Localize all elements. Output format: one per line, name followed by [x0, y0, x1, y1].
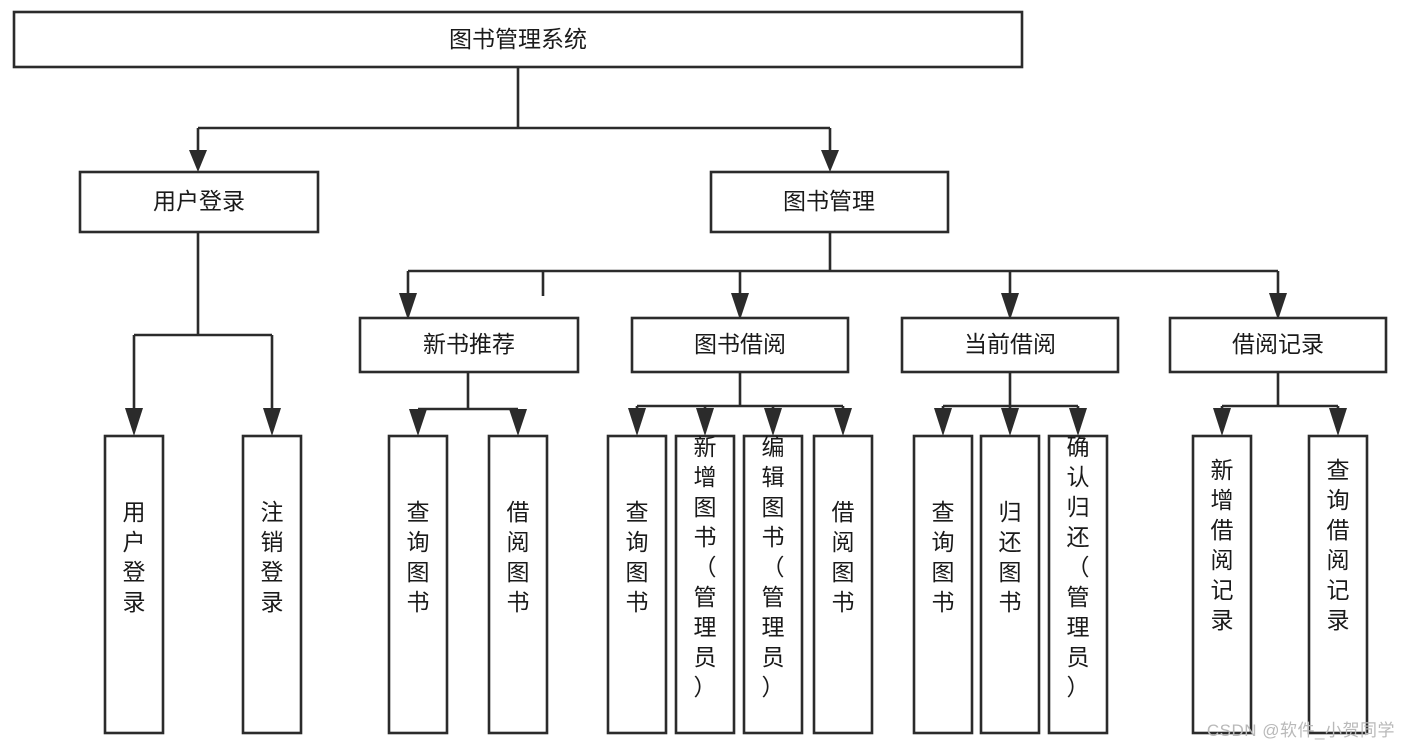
- node-book-manage[interactable]: 图书管理: [709, 170, 950, 234]
- node-root-system-label: 图书管理系统: [449, 26, 587, 52]
- node-borrow-record-label: 借阅记录: [1232, 331, 1324, 357]
- leaf-query-book-current[interactable]: 查询图书: [912, 434, 974, 735]
- leaf-return-book-label: 归还图书: [999, 499, 1022, 615]
- arrow-to-leaf-query-book-3: [934, 408, 952, 436]
- leaf-return-book[interactable]: 归还图书: [979, 434, 1041, 735]
- node-current-borrow-rect[interactable]: [900, 316, 1120, 374]
- node-new-book-recommend[interactable]: 新书推荐: [358, 316, 580, 374]
- arrow-to-user-login: [189, 150, 207, 172]
- arrow-to-leaf-query-record: [1329, 408, 1347, 436]
- arrow-to-new-book: [399, 293, 417, 320]
- leaf-edit-book-label: 编辑图书（管理员）: [762, 434, 785, 700]
- leaf-borrow-book-borrow-label: 借阅图书: [832, 499, 855, 615]
- arrow-to-current-borrow: [1001, 293, 1019, 320]
- connector-layer: [125, 67, 1347, 436]
- node-new-book-recommend-rect[interactable]: [358, 316, 580, 374]
- node-book-borrow-label: 图书借阅: [694, 331, 786, 357]
- arrow-to-book-borrow: [731, 293, 749, 320]
- connector-new-book-trunk: [416, 372, 520, 414]
- leaf-query-book-newbook[interactable]: 查询图书: [387, 434, 449, 735]
- leaf-logout[interactable]: 注销登录: [241, 434, 303, 735]
- leaf-query-record-rect[interactable]: [1307, 434, 1369, 735]
- leaf-user-login-label: 用户登录: [123, 499, 146, 615]
- leaf-query-record-label: 查询借阅记录: [1327, 457, 1350, 633]
- leaf-edit-book[interactable]: 编辑图书（管理员）: [742, 434, 804, 735]
- connector-book-manage-trunk: [406, 232, 1280, 296]
- node-book-borrow[interactable]: 图书借阅: [630, 316, 850, 374]
- node-user-login-label: 用户登录: [153, 188, 245, 214]
- leaf-query-record[interactable]: 查询借阅记录: [1307, 434, 1369, 735]
- arrow-to-leaf-borrow-book-2: [834, 408, 852, 436]
- leaf-add-book-rect[interactable]: [674, 434, 736, 735]
- node-new-book-recommend-label: 新书推荐: [423, 331, 515, 357]
- leaf-edit-book-rect[interactable]: [742, 434, 804, 735]
- arrow-to-leaf-confirm-return: [1069, 408, 1087, 436]
- connector-user-login-trunk: [132, 232, 274, 412]
- node-root-system-rect[interactable]: [12, 10, 1024, 69]
- connector-root-trunk: [196, 67, 832, 160]
- leaf-query-book-newbook-rect[interactable]: [387, 434, 449, 735]
- arrow-to-book-manage: [821, 150, 839, 172]
- leaf-user-login[interactable]: 用户登录: [103, 434, 165, 735]
- leaf-borrow-book-newbook-rect[interactable]: [487, 434, 549, 735]
- leaf-query-book-newbook-label: 查询图书: [407, 499, 430, 615]
- leaf-query-book-current-label: 查询图书: [932, 499, 955, 615]
- arrow-to-leaf-add-book: [696, 408, 714, 436]
- node-book-manage-label: 图书管理: [783, 188, 875, 214]
- node-borrow-record[interactable]: 借阅记录: [1168, 316, 1388, 374]
- arrow-to-leaf-add-record: [1213, 408, 1231, 436]
- leaf-add-record-label: 新增借阅记录: [1211, 457, 1234, 633]
- leaf-borrow-book-newbook-label: 借阅图书: [507, 499, 530, 615]
- node-user-login[interactable]: 用户登录: [78, 170, 320, 234]
- leaf-confirm-return-label: 确认归还（管理员）: [1067, 434, 1090, 700]
- leaf-borrow-book-newbook[interactable]: 借阅图书: [487, 434, 549, 735]
- arrow-to-leaf-user-login: [125, 408, 143, 436]
- node-root-system[interactable]: 图书管理系统: [12, 10, 1024, 69]
- leaf-borrow-book-borrow-rect[interactable]: [812, 434, 874, 735]
- leaf-logout-rect[interactable]: [241, 434, 303, 735]
- leaf-add-record-rect[interactable]: [1191, 434, 1253, 735]
- node-book-borrow-rect[interactable]: [630, 316, 850, 374]
- leaf-confirm-return[interactable]: 确认归还（管理员）: [1047, 434, 1109, 735]
- leaf-query-book-borrow-rect[interactable]: [606, 434, 668, 735]
- arrow-to-leaf-return-book: [1001, 408, 1019, 436]
- connector-borrow-record-children: [1220, 372, 1340, 412]
- leaf-add-record[interactable]: 新增借阅记录: [1191, 434, 1253, 735]
- connector-current-borrow-children: [941, 372, 1080, 412]
- arrow-to-leaf-logout: [263, 408, 281, 436]
- arrow-to-leaf-borrow-book-1: [509, 409, 527, 436]
- node-borrow-record-rect[interactable]: [1168, 316, 1388, 374]
- leaf-confirm-return-rect[interactable]: [1047, 434, 1109, 735]
- node-user-login-rect[interactable]: [78, 170, 320, 234]
- arrow-to-leaf-query-book-2: [628, 408, 646, 436]
- leaf-query-book-borrow[interactable]: 查询图书: [606, 434, 668, 735]
- node-book-manage-rect[interactable]: [709, 170, 950, 234]
- connector-book-borrow-children: [635, 372, 845, 412]
- leaf-borrow-book-borrow[interactable]: 借阅图书: [812, 434, 874, 735]
- leaf-user-login-rect[interactable]: [103, 434, 165, 735]
- node-current-borrow-label: 当前借阅: [964, 331, 1056, 357]
- leaf-logout-label: 注销登录: [261, 499, 284, 615]
- leaf-query-book-borrow-label: 查询图书: [626, 499, 649, 615]
- leaf-add-book[interactable]: 新增图书（管理员）: [674, 434, 736, 735]
- node-current-borrow[interactable]: 当前借阅: [900, 316, 1120, 374]
- leaf-add-book-label: 新增图书（管理员）: [694, 434, 717, 700]
- arrow-to-borrow-record: [1269, 293, 1287, 320]
- arrow-to-leaf-query-book-1: [409, 409, 427, 436]
- arrow-to-leaf-edit-book: [764, 408, 782, 436]
- leaf-query-book-current-rect[interactable]: [912, 434, 974, 735]
- leaf-return-book-rect[interactable]: [979, 434, 1041, 735]
